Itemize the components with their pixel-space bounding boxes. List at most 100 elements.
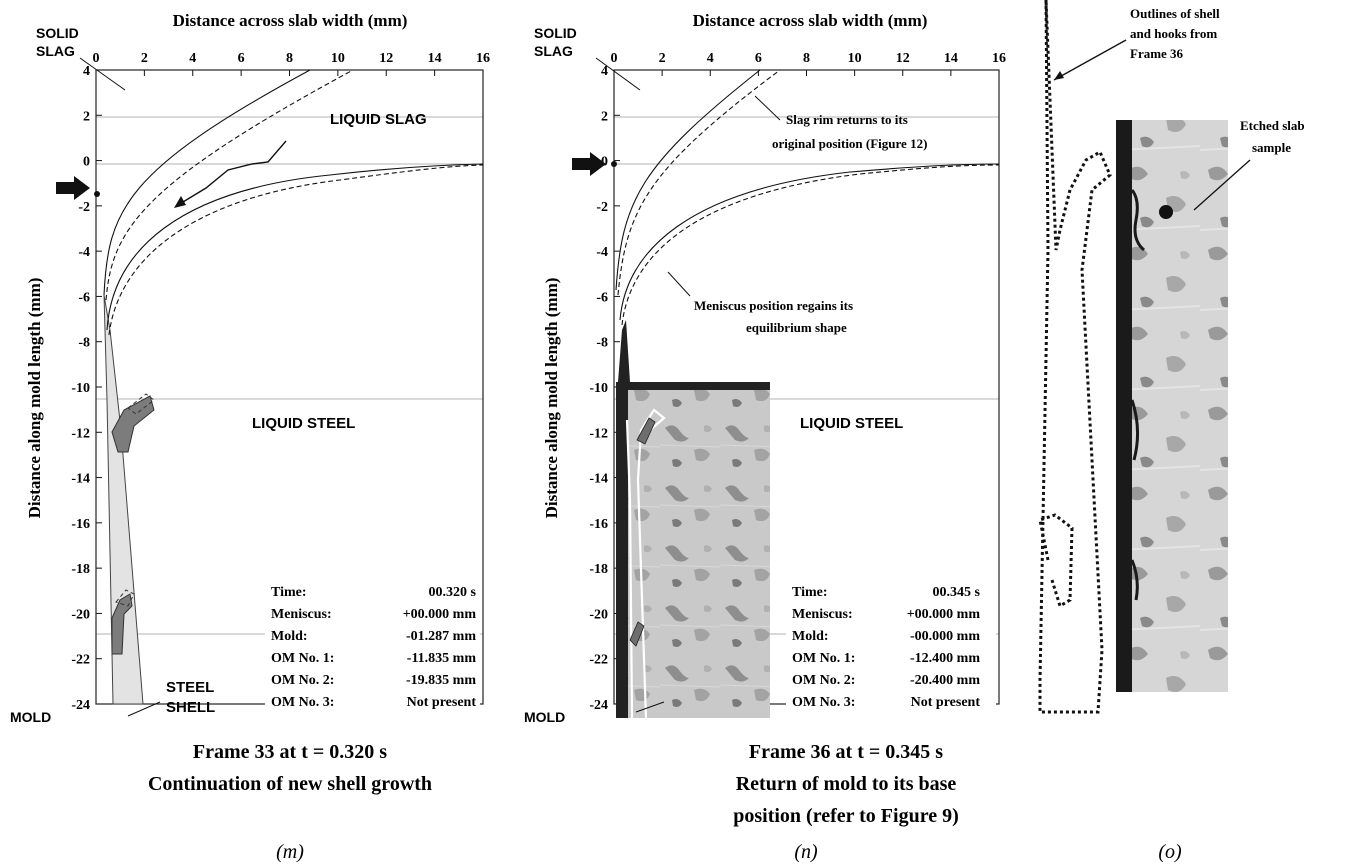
meniscus-dashed-n <box>621 164 1000 326</box>
sample-label-1: Etched slab <box>1240 118 1305 133</box>
y-tick-label: -8 <box>596 336 608 351</box>
y-tick-label: -8 <box>78 336 90 351</box>
x-tick-label: 10 <box>848 51 862 66</box>
steel-shell-label-m-1: STEEL <box>166 679 214 696</box>
meniscus-annotation-n-2: equilibrium shape <box>746 320 847 335</box>
x-tick-label: 0 <box>93 51 100 66</box>
x-tick-label: 10 <box>331 51 345 66</box>
info-key: Time: <box>271 585 307 600</box>
solid-slag-pointer-m <box>79 57 126 91</box>
x-axis-label-n: Distance across slab width (mm) <box>693 11 928 30</box>
steel-shell-label-m-2: SHELL <box>166 699 215 716</box>
y-tick-label: -14 <box>71 472 90 487</box>
y-tick-label: -4 <box>78 245 90 260</box>
steel-shell-m <box>103 294 144 705</box>
info-key: Mold: <box>792 629 829 644</box>
sample-inclusion <box>1159 205 1173 219</box>
outline-label-3: Frame 36 <box>1130 46 1184 61</box>
y-tick-label: -22 <box>71 653 90 668</box>
slag-rim-dashed-n <box>617 69 781 296</box>
y-tick-label: -14 <box>589 472 608 487</box>
x-tick-label: 14 <box>428 51 442 66</box>
steel-shell-pointer-m <box>127 701 161 717</box>
y-tick-label: 2 <box>601 109 608 124</box>
info-key: Time: <box>792 585 828 600</box>
solid-slag-label-m-1: SOLID <box>36 25 79 41</box>
x-tick-label: 8 <box>803 51 810 66</box>
x-tick-label: 8 <box>286 51 293 66</box>
panel-label-n: (n) <box>794 841 818 863</box>
info-key: OM No. 1: <box>792 651 855 666</box>
y-tick-label: -6 <box>78 290 90 305</box>
x-tick-label: 4 <box>189 51 196 66</box>
info-value: 00.345 s <box>933 585 981 600</box>
slag-rim-pointer-n <box>754 95 781 121</box>
outline-label-1: Outlines of shell <box>1130 6 1220 21</box>
info-value: 00.320 s <box>429 585 477 600</box>
y-tick-label: -2 <box>78 200 90 215</box>
y-axis-label-n: Distance along mold length (mm) <box>542 278 561 519</box>
y-tick-label: 4 <box>601 64 608 79</box>
outline-label-2: and hooks from <box>1130 26 1217 41</box>
sample-shell-edge <box>1116 120 1132 692</box>
info-key: OM No. 3: <box>271 695 334 710</box>
panel-label-m: (m) <box>276 841 304 863</box>
slag-rim-solid-n <box>615 69 761 291</box>
x-tick-label: 0 <box>611 51 618 66</box>
info-value: -20.400 mm <box>910 673 980 688</box>
y-tick-label: -18 <box>589 562 608 577</box>
caption-n-1: Frame 36 at t = 0.345 s <box>749 741 943 763</box>
y-tick-label: -12 <box>71 426 90 441</box>
mold-position-arrow-n <box>572 152 606 176</box>
outline-pointer-head <box>1054 71 1064 80</box>
x-tick-label: 12 <box>379 51 393 66</box>
mold-pointer-n <box>635 701 665 713</box>
mold-dot-m <box>94 191 100 197</box>
outline-pointer <box>1053 39 1127 81</box>
info-value: -00.000 mm <box>910 629 980 644</box>
y-tick-label: -2 <box>596 200 608 215</box>
y-tick-label: -20 <box>589 607 608 622</box>
y-tick-label: -10 <box>71 381 90 396</box>
y-tick-label: 0 <box>83 155 90 170</box>
y-tick-label: 0 <box>601 155 608 170</box>
y-ticks-n: 420-2-4-6-8-10-12-14-16-18-20-22-24 <box>589 64 620 713</box>
sample-surface-profile <box>1130 189 1146 601</box>
slag-rim-solid-m <box>103 69 311 296</box>
liquid-steel-label-n: LIQUID STEEL <box>800 415 903 432</box>
x-tick-label: 14 <box>944 51 958 66</box>
y-tick-label: -24 <box>589 698 608 713</box>
meniscus-pointer-n <box>667 271 691 297</box>
y-tick-label: -10 <box>589 381 608 396</box>
x-tick-label: 4 <box>707 51 714 66</box>
mold-dot-n <box>611 161 617 167</box>
y-tick-label: 2 <box>83 109 90 124</box>
info-value: +00.000 mm <box>403 607 477 622</box>
y-tick-label: -16 <box>71 517 90 532</box>
slag-rim-annotation-n-2: original position (Figure 12) <box>772 136 927 151</box>
sample-pointer <box>1193 159 1251 211</box>
y-tick-label: -20 <box>71 607 90 622</box>
flow-arrow-m <box>177 140 287 206</box>
meniscus-solid-m <box>106 163 484 331</box>
y-tick-label: -12 <box>589 426 608 441</box>
hook-2-m <box>111 593 133 655</box>
info-value: -19.835 mm <box>406 673 476 688</box>
info-key: Meniscus: <box>271 607 332 622</box>
liquid-slag-label-m: LIQUID SLAG <box>330 111 427 128</box>
y-tick-label: -6 <box>596 290 608 305</box>
info-key: Mold: <box>271 629 308 644</box>
solid-slag-label-n-1: SOLID <box>534 25 577 41</box>
solid-slag-pointer-n <box>595 57 641 91</box>
panel-label-o: (o) <box>1158 841 1182 863</box>
info-key: OM No. 1: <box>271 651 334 666</box>
x-tick-label: 16 <box>992 51 1006 66</box>
info-value: +00.000 mm <box>907 607 981 622</box>
hook-2-outline <box>1038 513 1074 609</box>
